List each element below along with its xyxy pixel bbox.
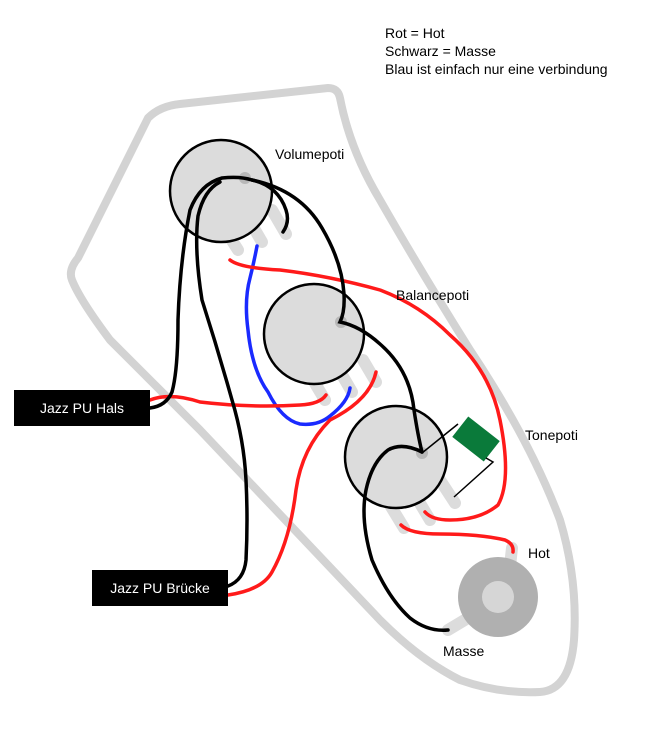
tone-capacitor xyxy=(421,416,500,498)
hot-wires xyxy=(148,258,515,597)
neck-pickup-label: Jazz PU Hals xyxy=(14,390,150,426)
jack-inner xyxy=(482,581,514,613)
hot-wire-volume-to-tone xyxy=(228,258,508,522)
output-jack[interactable] xyxy=(442,542,538,637)
hot-wire-bridge-pickup xyxy=(226,370,378,597)
hot-wire-neck-pickup xyxy=(148,393,328,408)
tone-pot-label: Tonepoti xyxy=(525,427,578,443)
bridge-pickup-label: Jazz PU Brücke xyxy=(92,570,228,606)
legend-red-hot: Rot = Hot xyxy=(385,25,445,41)
jack-hot-label: Hot xyxy=(528,545,550,561)
jack-ground-label: Masse xyxy=(443,643,485,659)
balance-pot[interactable] xyxy=(262,282,366,386)
legend-blue-link: Blau ist einfach nur eine verbindung xyxy=(385,61,608,77)
control-plate-outline xyxy=(66,84,579,697)
balance-pot-label: Balancepoti xyxy=(396,287,470,303)
ground-wires xyxy=(148,175,450,632)
hot-wire-tone-to-jack xyxy=(399,523,515,554)
legend-black-ground: Schwarz = Masse xyxy=(385,43,496,59)
ground-wire-tone-to-jack xyxy=(362,444,450,632)
ground-wire-neck-pickup xyxy=(148,175,290,410)
jack-ground-lug xyxy=(442,612,474,636)
tone-pot[interactable] xyxy=(343,404,449,510)
color-legend: Rot = Hot Schwarz = Masse Blau ist einfa… xyxy=(385,24,608,78)
ground-wire-volume-to-balance xyxy=(250,178,424,454)
ground-wire-bridge-pickup xyxy=(194,180,249,588)
blue-link-wire xyxy=(244,244,352,427)
volume-pot-label: Volumepoti xyxy=(275,146,345,162)
